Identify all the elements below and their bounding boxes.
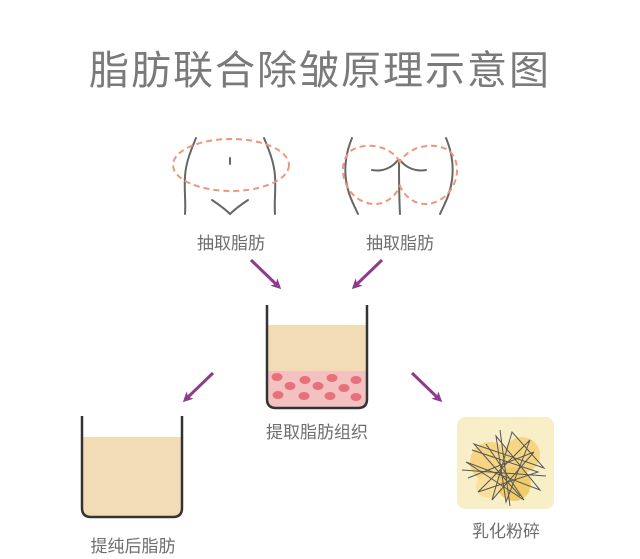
- tissue-beaker: [265, 305, 369, 410]
- arrow-right-to-tissue: [351, 258, 384, 290]
- label-extract-fat-left: 抽取脂肪: [197, 234, 265, 254]
- buttocks-right-side: [439, 137, 454, 215]
- arrow-to-purified: [182, 371, 215, 403]
- buttocks-left-side: [344, 137, 359, 215]
- purified-fat-fill: [83, 437, 181, 516]
- buttocks-curve-right: [399, 159, 427, 172]
- tissue-beaker-outline: [265, 305, 369, 410]
- abdomen-dashed-oval: [172, 138, 290, 192]
- tissue-fat-layer: [268, 325, 366, 371]
- arrow-to-emulsify: [410, 371, 443, 403]
- buttocks-figure: [344, 137, 454, 215]
- label-purified-fat: 提纯后脂肪: [90, 537, 176, 557]
- blood-cells: [271, 373, 362, 401]
- purified-beaker: [80, 416, 184, 519]
- buttocks-dashed-oval: [341, 144, 459, 205]
- abdomen-left-side: [183, 137, 197, 215]
- diagram-title: 脂肪联合除皱原理示意图: [89, 48, 551, 94]
- emulsion-image: [457, 417, 554, 509]
- emulsion-fibers: [461, 429, 547, 507]
- abdomen-figure: [183, 137, 277, 216]
- label-extract-tissue: 提取脂肪组织: [266, 423, 368, 443]
- buttocks-cleft: [398, 161, 401, 215]
- purified-beaker-outline: [80, 416, 184, 519]
- buttocks-curve-left: [371, 159, 399, 172]
- abdomen-right-side: [263, 137, 277, 215]
- label-emulsify: 乳化粉碎: [472, 522, 540, 542]
- arrow-left-to-tissue: [249, 258, 282, 290]
- abdomen-groin: [211, 199, 249, 216]
- label-extract-fat-right: 抽取脂肪: [366, 234, 434, 254]
